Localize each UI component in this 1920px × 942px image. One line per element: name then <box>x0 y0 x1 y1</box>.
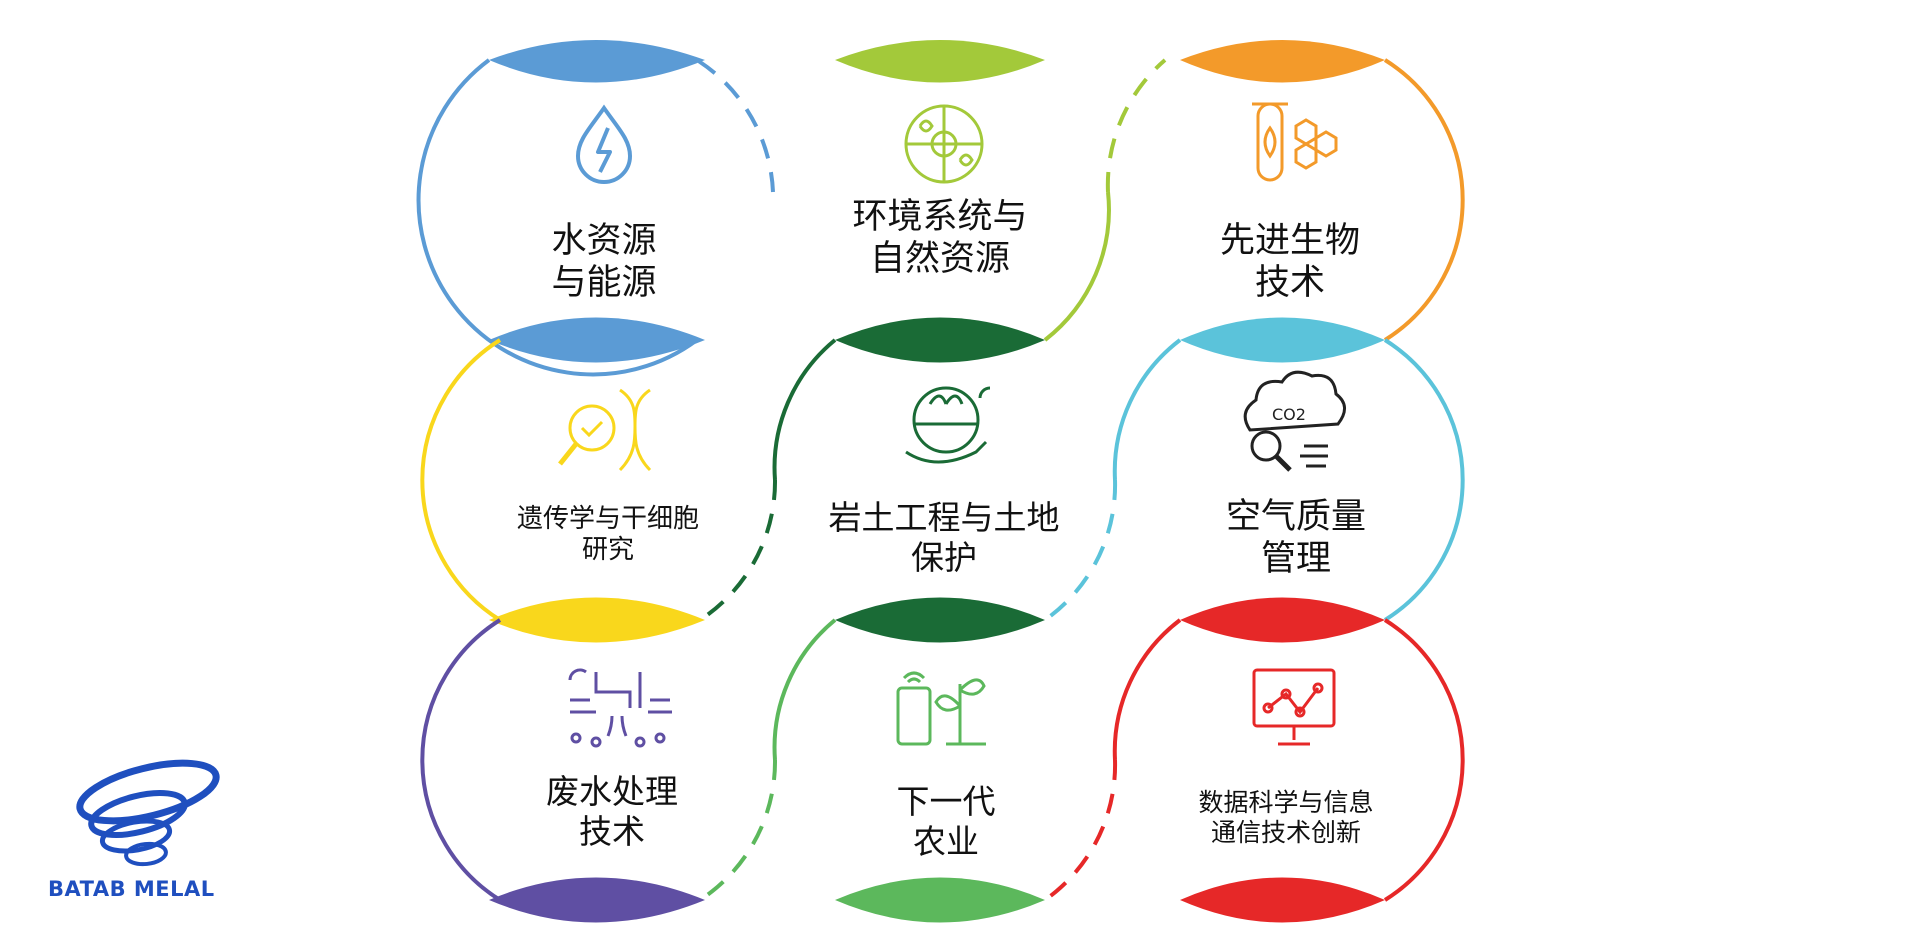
dna-magnifier-icon <box>558 388 652 472</box>
circle-wastewater <box>420 618 705 923</box>
brand-name: BATAB MELAL <box>48 877 215 901</box>
topic-label-geotech: 岩土工程与土地 保护 <box>828 498 1060 577</box>
topic-label-genetics: 遗传学与干细胞 研究 <box>516 504 700 566</box>
ecosystem-globe-icon <box>904 104 984 184</box>
topic-label-water-energy: 水资源 与能源 <box>551 221 657 303</box>
swirl-logo-icon <box>76 759 220 867</box>
test-tube-molecule-icon <box>1252 102 1338 182</box>
topic-label-biotech: 先进生物 技术 <box>1219 221 1361 303</box>
topic-label-air-quality: 空气质量 管理 <box>1225 497 1367 579</box>
monitor-network-icon <box>1252 668 1336 746</box>
circle-environment <box>835 40 1167 342</box>
water-drop-lightning-icon <box>575 104 633 184</box>
circle-agriculture <box>698 597 1045 923</box>
co2-cloud-magnifier-icon: CO2 <box>1243 370 1346 472</box>
circle-air-quality <box>1043 317 1465 622</box>
circle-genetics <box>420 338 705 643</box>
svg-text:CO2: CO2 <box>1272 405 1306 424</box>
phone-plant-icon <box>896 671 986 746</box>
circle-data-science <box>1043 597 1465 923</box>
circle-geotech <box>698 317 1045 622</box>
circle-biotech <box>1180 40 1465 342</box>
topic-label-agriculture: 下一代 农业 <box>896 782 996 861</box>
topic-label-environment: 环境系统与 自然资源 <box>852 197 1028 279</box>
batab-melal-logo <box>76 759 220 867</box>
hand-soil-plant-icon <box>905 386 991 464</box>
topic-label-data-science: 数据科学与信息 通信技术创新 <box>1198 788 1374 847</box>
pipe-water-treatment-icon <box>568 668 672 748</box>
topic-label-wastewater: 废水处理 技术 <box>546 772 678 851</box>
circle-water-energy <box>416 40 775 377</box>
